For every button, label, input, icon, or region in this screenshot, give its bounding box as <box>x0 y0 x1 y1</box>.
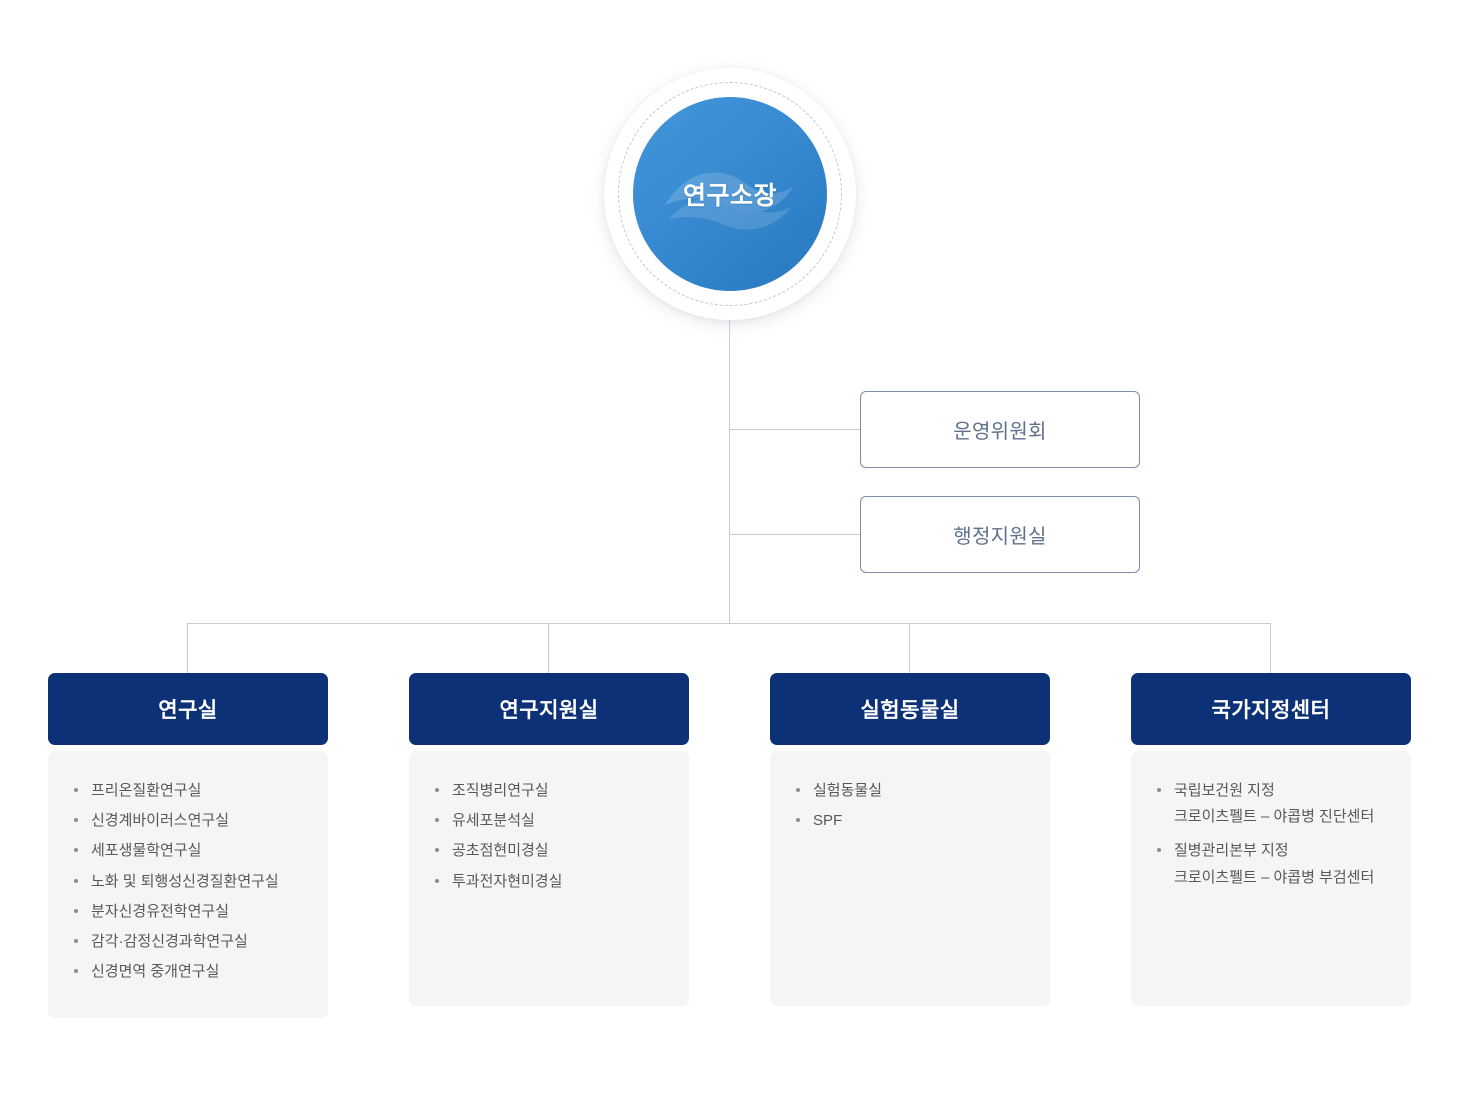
connector-distribution-bar <box>187 623 1271 624</box>
connector-drop-column-3 <box>909 623 910 674</box>
connector-branch-committee <box>729 429 860 430</box>
list-item-label: 신경면역 중개연구실 <box>91 963 220 981</box>
side-node-committee-label: 운영위원회 <box>953 421 1047 443</box>
connector-trunk-lower <box>729 534 730 624</box>
list-item-label: 노화 및 퇴행성신경질환연구실 <box>91 872 279 890</box>
department-column-national-center: 국가지정센터 국립보건원 지정 크로이츠펠트 – 야콥병 진단센터 질병관리본부… <box>1131 673 1411 1018</box>
connector-drop-column-1 <box>187 623 188 674</box>
department-item-list: 프리온질환연구실 신경계바이러스연구실 세포생물학연구실 노화 및 퇴행성신경질… <box>70 781 306 981</box>
side-node-steering-committee[interactable]: 운영위원회 <box>860 391 1140 468</box>
list-item[interactable]: 신경면역 중개연구실 <box>70 962 306 981</box>
department-header-label: 연구실 <box>158 699 218 722</box>
connector-drop-column-4 <box>1270 623 1271 674</box>
connector-branch-admin <box>729 534 860 535</box>
department-column-animal-facility: 실험동물실 실험동물실 SPF <box>770 673 1050 1018</box>
department-body-research-support: 조직병리연구실 유세포분석실 공초점현미경실 투과전자현미경실 <box>409 751 689 1006</box>
list-item-label: 공초점현미경실 <box>452 842 549 860</box>
department-column-research-support: 연구지원실 조직병리연구실 유세포분석실 공초점현미경실 투과전자현미경실 <box>409 673 689 1018</box>
list-item[interactable]: 세포생물학연구실 <box>70 841 306 860</box>
list-item-label: 감각·감정신경과학연구실 <box>91 932 248 950</box>
department-header-national-center[interactable]: 국가지정센터 <box>1131 673 1411 745</box>
list-item-label: 실험동물실 <box>813 782 883 799</box>
list-item-label: 투과전자현미경실 <box>452 872 563 890</box>
list-item[interactable]: 노화 및 퇴행성신경질환연구실 <box>70 872 306 891</box>
department-item-list: 조직병리연구실 유세포분석실 공초점현미경실 투과전자현미경실 <box>431 781 667 891</box>
list-item[interactable]: 국립보건원 지정 크로이츠펠트 – 야콥병 진단센터 <box>1153 781 1389 826</box>
list-item[interactable]: 감각·감정신경과학연구실 <box>70 932 306 951</box>
connector-drop-column-2 <box>548 623 549 674</box>
list-item[interactable]: 실험동물실 <box>792 781 1028 800</box>
department-item-list: 실험동물실 SPF <box>792 781 1028 830</box>
list-item[interactable]: 투과전자현미경실 <box>431 872 667 891</box>
list-item[interactable]: 프리온질환연구실 <box>70 781 306 800</box>
root-node-research-director[interactable]: 연구소장 <box>604 68 856 320</box>
list-item[interactable]: 신경계바이러스연구실 <box>70 811 306 830</box>
department-header-animal-facility[interactable]: 실험동물실 <box>770 673 1050 745</box>
department-body-laboratories: 프리온질환연구실 신경계바이러스연구실 세포생물학연구실 노화 및 퇴행성신경질… <box>48 751 328 1019</box>
list-item-label: 유세포분석실 <box>452 812 535 830</box>
department-header-label: 실험동물실 <box>860 699 960 722</box>
list-item[interactable]: SPF <box>792 811 1028 830</box>
department-body-animal-facility: 실험동물실 SPF <box>770 751 1050 1006</box>
list-item-label: 세포생물학연구실 <box>91 842 202 860</box>
department-column-laboratories: 연구실 프리온질환연구실 신경계바이러스연구실 세포생물학연구실 노화 및 퇴행… <box>48 673 328 1019</box>
department-header-research-support[interactable]: 연구지원실 <box>409 673 689 745</box>
root-node-dashed-ring <box>618 82 842 306</box>
connector-trunk-middle <box>729 429 730 535</box>
list-item[interactable]: 공초점현미경실 <box>431 841 667 860</box>
list-item[interactable]: 분자신경유전학연구실 <box>70 902 306 921</box>
list-item-label: 질병관리본부 지정 <box>1174 842 1289 860</box>
list-item-label: 신경계바이러스연구실 <box>91 812 230 830</box>
root-node-label: 연구소장 <box>682 182 777 210</box>
list-item[interactable]: 조직병리연구실 <box>431 781 667 800</box>
list-item-label: 국립보건원 지정 <box>1174 782 1275 799</box>
department-columns: 연구실 프리온질환연구실 신경계바이러스연구실 세포생물학연구실 노화 및 퇴행… <box>48 673 1412 1019</box>
list-item[interactable]: 질병관리본부 지정 크로이츠펠트 – 야콥병 부검센터 <box>1153 841 1389 886</box>
side-node-admin-label: 행정지원실 <box>953 526 1047 548</box>
side-node-administrative-support[interactable]: 행정지원실 <box>860 496 1140 573</box>
department-item-list: 국립보건원 지정 크로이츠펠트 – 야콥병 진단센터 질병관리본부 지정 크로이… <box>1153 781 1389 887</box>
root-node-circle: 연구소장 <box>633 97 827 291</box>
department-header-label: 연구지원실 <box>499 699 599 722</box>
department-header-laboratories[interactable]: 연구실 <box>48 673 328 745</box>
list-item-sublabel: 크로이츠펠트 – 야콥병 부검센터 <box>1174 868 1375 886</box>
list-item-label: 조직병리연구실 <box>452 782 549 799</box>
list-item-sublabel: 크로이츠펠트 – 야콥병 진단센터 <box>1174 808 1375 826</box>
department-body-national-center: 국립보건원 지정 크로이츠펠트 – 야콥병 진단센터 질병관리본부 지정 크로이… <box>1131 751 1411 1006</box>
list-item-label: 프리온질환연구실 <box>91 782 202 799</box>
list-item[interactable]: 유세포분석실 <box>431 811 667 830</box>
list-item-label: 분자신경유전학연구실 <box>91 902 230 920</box>
list-item-label: SPF <box>813 812 843 830</box>
connector-trunk-upper <box>729 320 730 430</box>
department-header-label: 국가지정센터 <box>1211 699 1331 722</box>
